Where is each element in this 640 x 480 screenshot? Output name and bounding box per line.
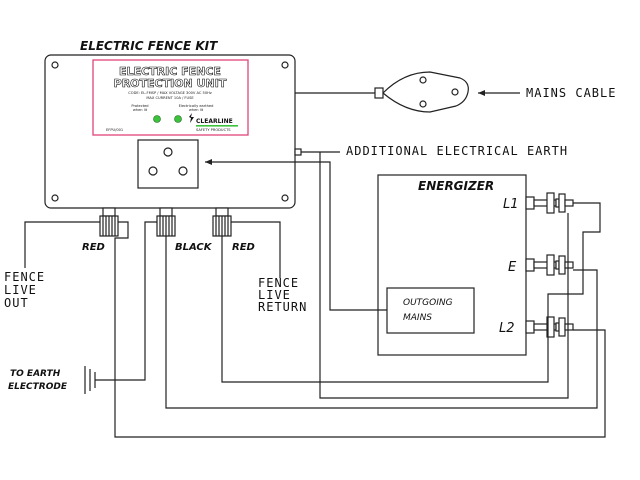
power-socket <box>137 139 199 189</box>
protected-label: Protected <box>131 104 148 108</box>
terminal-label-red-right: RED <box>232 242 255 253</box>
terminal-e-label: E <box>508 260 517 275</box>
mains-plug-icon <box>295 71 469 113</box>
front-label-panel: ELECTRIC FENCE PROTECTION UNIT CODE: EL-… <box>92 59 249 136</box>
panel-title-line2: PROTECTION UNIT <box>114 77 227 90</box>
wire-socket-to-outgoing-mains <box>205 161 387 311</box>
wire-l1-loop <box>221 202 601 383</box>
fence-live-out-label: FENCE LIVE OUT <box>4 270 45 310</box>
energizer-title: ENERGIZER <box>418 179 494 193</box>
socket-plate <box>137 139 199 189</box>
kit-title: ELECTRIC FENCE KIT <box>80 39 218 53</box>
earth-electrode-icon <box>84 366 96 394</box>
terminal-l2-post <box>525 316 574 338</box>
socket-pin-neutral <box>178 166 188 176</box>
fence-live-return-line1: FENCE <box>258 276 299 290</box>
terminal-l2-label: L2 <box>499 321 515 336</box>
protected-led-icon <box>153 115 161 123</box>
wire-fence-live-out <box>24 221 100 268</box>
wiring <box>24 152 606 438</box>
earth-electrode-line1: TO EARTH <box>10 369 61 379</box>
wire-l2-loop <box>114 221 606 438</box>
wire-fence-live-return <box>231 221 281 278</box>
cable-glands <box>99 207 232 237</box>
earth-electrode-label: TO EARTH ELECTRODE <box>8 369 68 392</box>
brand-underline <box>196 125 238 127</box>
earth-led-icon <box>174 115 182 123</box>
earth-fault-label: Electrically earthed <box>179 104 214 108</box>
outgoing-mains-line1: OUTGOING <box>403 298 453 308</box>
wire-earth-electrode <box>95 221 157 381</box>
panel-code: EFPU/001 <box>106 128 123 132</box>
corner-screw <box>281 61 289 69</box>
earth-electrode-line2: ELECTRODE <box>8 382 68 392</box>
brand-sub: SAFETY PRODUCTS <box>196 128 231 132</box>
fence-live-out-line1: FENCE <box>4 270 45 284</box>
terminal-l1-label: L1 <box>503 197 519 212</box>
socket-pin-live <box>148 166 158 176</box>
protection-unit: ELECTRIC FENCE PROTECTION UNIT CODE: EL-… <box>44 54 302 209</box>
earth-stud <box>294 148 302 156</box>
gland-red-right <box>212 207 232 237</box>
corner-screw <box>51 194 59 202</box>
outgoing-mains-line2: MAINS <box>403 313 432 323</box>
brand-name: CLEARLINE <box>196 118 233 125</box>
panel-title-line1: ELECTRIC FENCE <box>119 65 221 78</box>
socket-arrow-icon <box>205 159 212 165</box>
fence-live-return-line3: RETURN <box>258 300 307 314</box>
panel-spec-line1: CODE: EL-FMSP / MAX VOLTAGE 300V AC 50Hz <box>128 91 212 95</box>
corner-screw <box>51 61 59 69</box>
protected-sub: when lit <box>133 108 148 112</box>
corner-screw <box>281 194 289 202</box>
mains-cable-label: MAINS CABLE <box>526 86 616 100</box>
wire-additional-earth <box>319 152 569 399</box>
fence-live-out-line2: LIVE <box>4 283 37 297</box>
terminal-label-black: BLACK <box>175 242 213 253</box>
earth-fault-sub: when lit <box>189 108 204 112</box>
outgoing-mains-box <box>386 287 475 334</box>
energizer: ENERGIZER OUTGOING MAINS L1 E L2 <box>377 174 574 356</box>
wire-e-loop <box>165 236 598 409</box>
fence-live-return-label: FENCE LIVE RETURN <box>258 276 307 314</box>
terminal-label-red-left: RED <box>82 242 105 253</box>
terminal-l1-post <box>525 192 574 214</box>
socket-pin-earth <box>163 147 173 157</box>
mains-arrow-icon <box>478 90 485 96</box>
fence-live-out-line3: OUT <box>4 296 29 310</box>
gland-red-left <box>99 207 119 237</box>
terminal-e-post <box>525 254 574 276</box>
gland-black <box>156 207 176 237</box>
panel-spec-line2: MAX CURRENT 10A / FUSE <box>146 96 194 100</box>
fence-live-return-line2: LIVE <box>258 288 291 302</box>
lightning-bolt-icon <box>189 113 194 123</box>
additional-earth-label: ADDITIONAL ELECTRICAL EARTH <box>346 144 568 158</box>
